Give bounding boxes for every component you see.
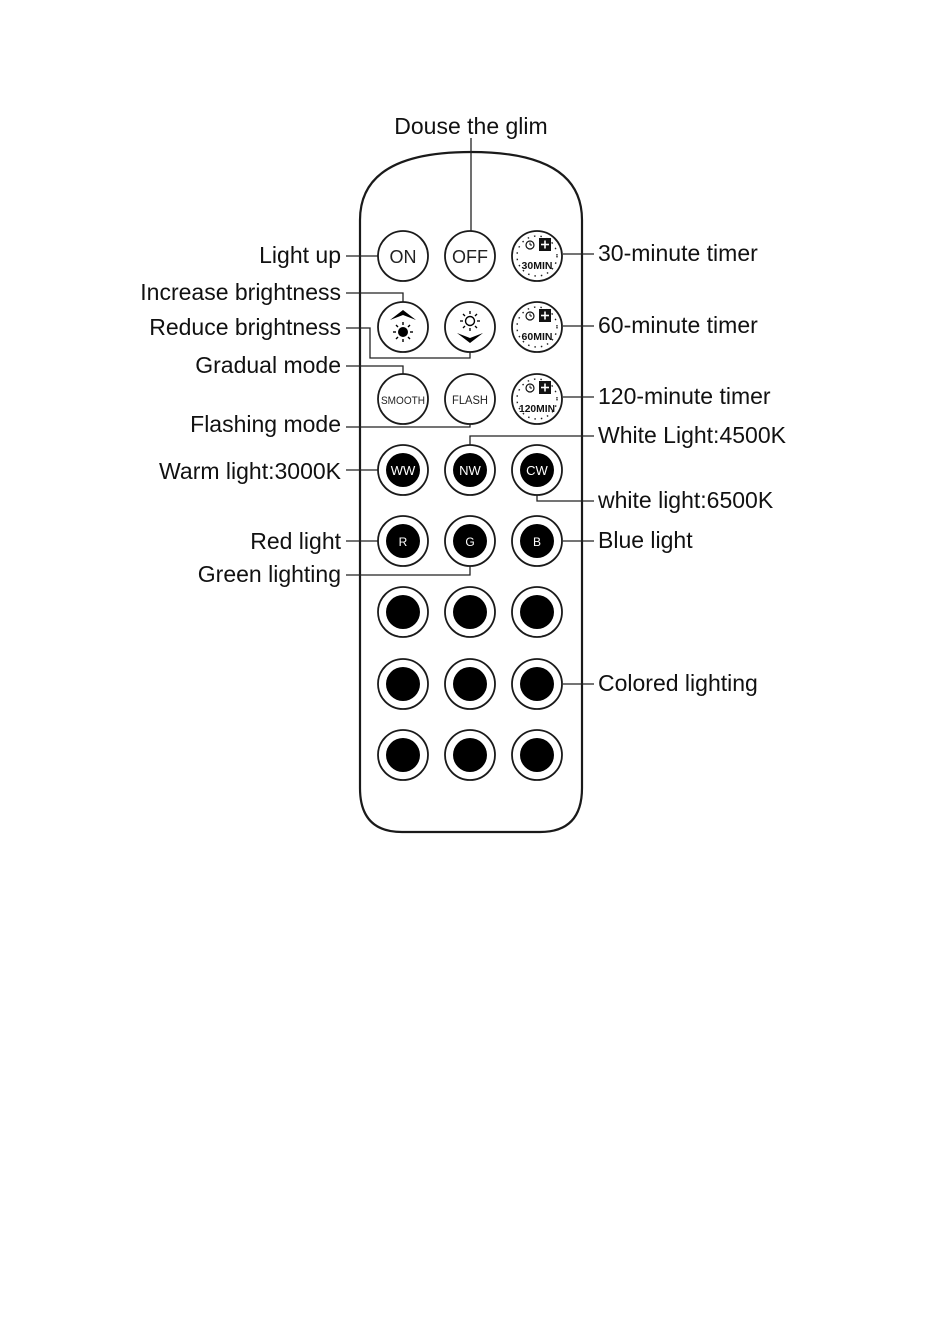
timer-120-label: 120MIN [519,404,555,415]
flash-button-label: FLASH [452,393,488,407]
red-button[interactable]: R [378,516,428,566]
smooth-button-label: SMOOTH [381,395,425,407]
label-60-minute-timer: 60-minute timer [598,312,758,338]
label-white-light-4500k: White Light:4500K [598,422,787,448]
color-button-9[interactable] [512,730,562,780]
label-colored-lighting: Colored lighting [598,670,758,696]
timer-30-label: 30MIN [522,260,553,272]
label-red-light: Red light [250,528,341,554]
timer-60-button[interactable]: 60MIN [512,302,562,352]
off-button[interactable]: OFF [445,231,495,281]
label-warm-light: Warm light:3000K [159,458,342,484]
timer-120-button[interactable]: 120MIN [512,374,562,424]
color-button-4[interactable] [378,659,428,709]
blue-button[interactable]: B [512,516,562,566]
filled-dot-icon [453,738,487,772]
flash-button[interactable]: FLASH [445,374,495,424]
plus-icon [539,381,551,394]
timer-60-label: 60MIN [522,331,553,343]
on-button-label: ON [390,247,417,267]
filled-dot-icon [386,738,420,772]
on-button[interactable]: ON [378,231,428,281]
ww-button-label: WW [391,463,416,478]
label-green-lighting: Green lighting [198,561,341,587]
brightness-up-button[interactable] [378,302,428,352]
plus-icon [539,238,551,251]
label-reduce-brightness: Reduce brightness [149,314,341,340]
filled-dot-icon [453,595,487,629]
cw-button[interactable]: CW [512,445,562,495]
label-30-minute-timer: 30-minute timer [598,240,758,266]
label-120-minute-timer: 120-minute timer [598,383,771,409]
label-increase-brightness: Increase brightness [140,279,341,305]
off-button-label: OFF [452,247,488,267]
cw-button-label: CW [526,463,548,478]
brightness-down-button[interactable] [445,302,495,352]
plus-icon [539,309,551,322]
label-gradual-mode: Gradual mode [195,352,341,378]
filled-dot-icon [386,667,420,701]
smooth-button[interactable]: SMOOTH [378,374,428,424]
label-douse-the-glim: Douse the glim [394,113,547,139]
timer-30-button[interactable]: 30MIN [512,231,562,281]
filled-dot-icon [386,595,420,629]
filled-dot-icon [520,667,554,701]
filled-dot-icon [453,667,487,701]
blue-button-label: B [533,535,541,549]
green-button-label: G [465,535,474,549]
color-button-7[interactable] [378,730,428,780]
color-button-2[interactable] [445,587,495,637]
nw-button-label: NW [459,463,481,478]
color-button-8[interactable] [445,730,495,780]
label-flashing-mode: Flashing mode [190,411,341,437]
filled-dot-icon [520,595,554,629]
color-button-3[interactable] [512,587,562,637]
color-button-5[interactable] [445,659,495,709]
color-button-6[interactable] [512,659,562,709]
color-button-1[interactable] [378,587,428,637]
label-blue-light: Blue light [598,527,693,553]
label-light-up: Light up [259,242,341,268]
ww-button[interactable]: WW [378,445,428,495]
red-button-label: R [399,535,408,549]
green-button[interactable]: G [445,516,495,566]
filled-dot-icon [520,738,554,772]
nw-button[interactable]: NW [445,445,495,495]
label-white-light-6500k: white light:6500K [597,487,774,513]
